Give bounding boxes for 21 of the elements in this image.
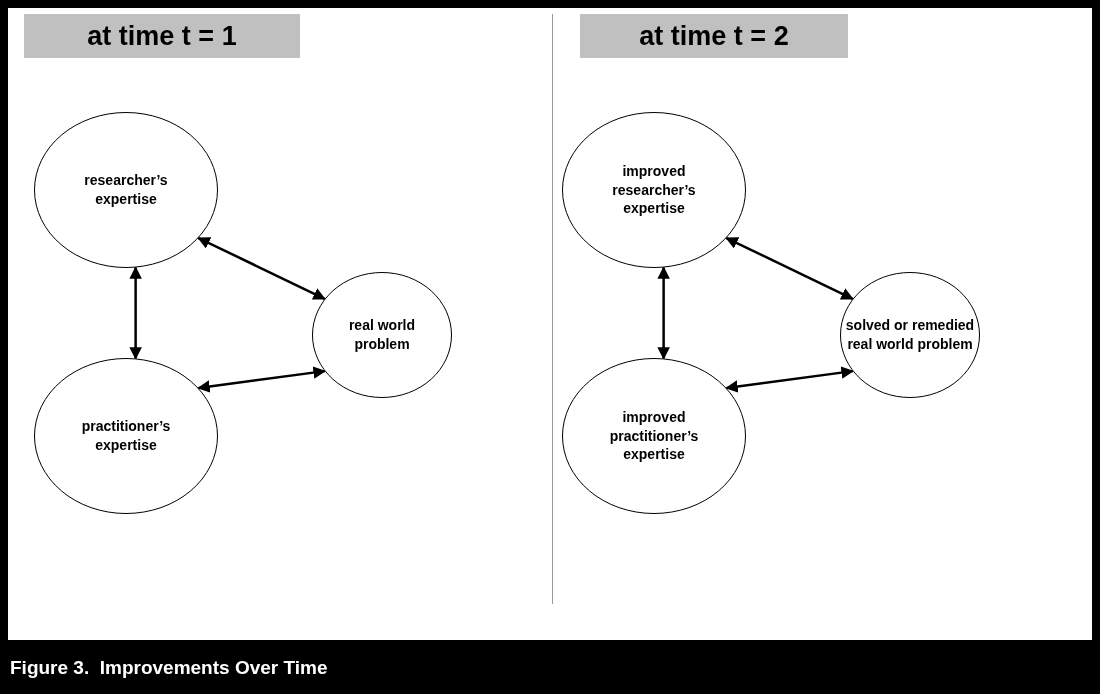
ellipse-node bbox=[562, 358, 746, 514]
node-text: researcher’s expertise bbox=[83, 171, 169, 209]
double-arrow bbox=[725, 366, 854, 393]
ellipse-node bbox=[840, 272, 980, 398]
ellipse-node bbox=[562, 112, 746, 268]
heading-band: at time t = 1 bbox=[24, 14, 300, 58]
node-text: solved or remedied real world problem bbox=[845, 316, 975, 354]
node-text: real world problem bbox=[347, 316, 417, 354]
ellipse-node bbox=[312, 272, 452, 398]
double-arrow bbox=[657, 266, 670, 360]
node-text: improved researcher’s expertise bbox=[611, 161, 697, 219]
node-text: practitioner’s expertise bbox=[80, 417, 172, 455]
heading-band: at time t = 2 bbox=[580, 14, 848, 58]
ellipse-node bbox=[34, 112, 218, 268]
double-arrow bbox=[129, 266, 142, 360]
double-arrow bbox=[725, 236, 854, 300]
ellipse-node bbox=[34, 358, 218, 514]
figure-caption: Figure 3. Improvements Over Time bbox=[10, 657, 328, 679]
double-arrow bbox=[197, 366, 326, 393]
double-arrow bbox=[197, 236, 326, 300]
node-text: improved practitioner’s expertise bbox=[608, 407, 700, 465]
